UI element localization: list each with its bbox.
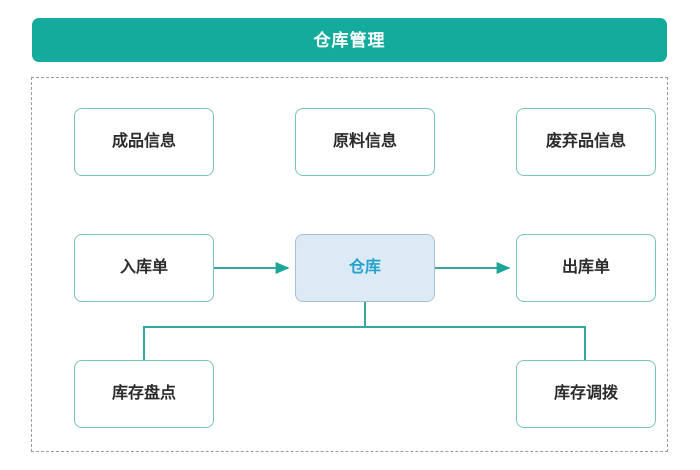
node-raw-material[interactable]: 原料信息 (295, 108, 435, 176)
page-title: 仓库管理 (313, 30, 386, 50)
diagram-header-banner: 仓库管理 (32, 18, 667, 62)
node-inbound-order-label: 入库单 (119, 259, 168, 276)
node-stock-transfer[interactable]: 库存调拨 (516, 360, 656, 428)
node-stock-count-label: 库存盘点 (111, 385, 176, 402)
node-stock-transfer-label: 库存调拨 (553, 385, 618, 402)
node-warehouse-label: 仓库 (348, 259, 381, 276)
node-waste-product[interactable]: 废弃品信息 (516, 108, 656, 176)
node-outbound-order-label: 出库单 (561, 259, 610, 276)
node-inbound-order[interactable]: 入库单 (74, 234, 214, 302)
node-outbound-order[interactable]: 出库单 (516, 234, 656, 302)
node-warehouse[interactable]: 仓库 (295, 234, 435, 302)
diagram-dashed-container (31, 77, 668, 452)
node-waste-product-label: 废弃品信息 (545, 133, 626, 150)
node-finished-goods[interactable]: 成品信息 (74, 108, 214, 176)
node-raw-material-label: 原料信息 (332, 133, 397, 150)
node-finished-goods-label: 成品信息 (111, 133, 176, 150)
node-stock-count[interactable]: 库存盘点 (74, 360, 214, 428)
